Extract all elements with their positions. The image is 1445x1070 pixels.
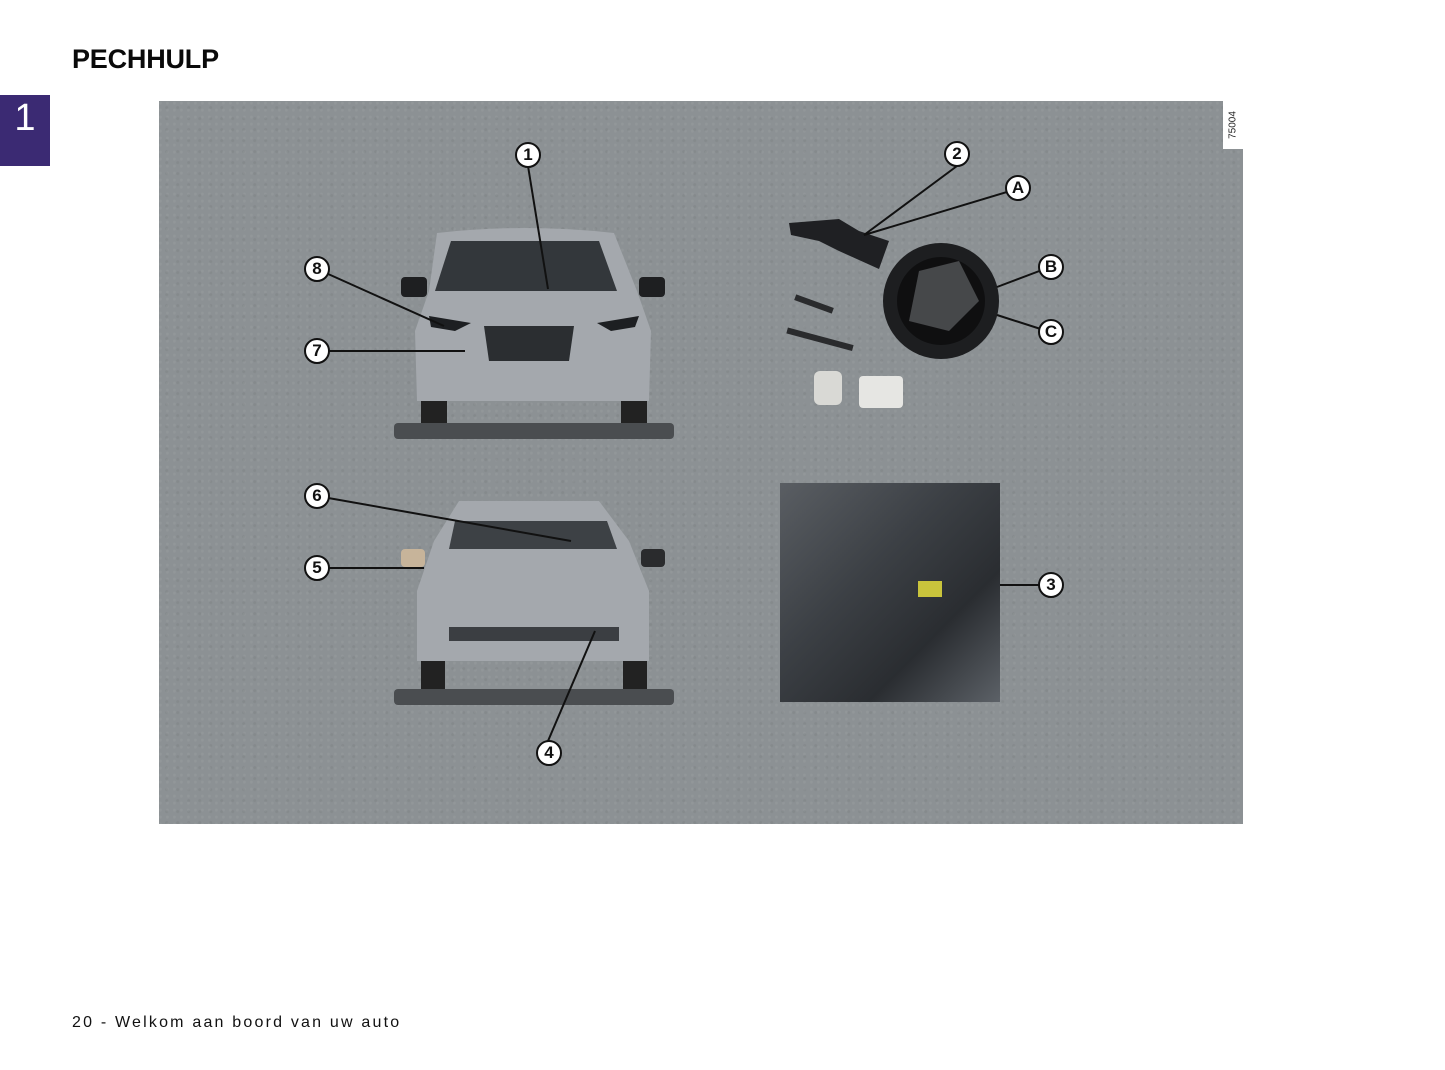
- page-title: PECHHULP: [72, 44, 219, 74]
- fuse-box-marker: [918, 581, 942, 597]
- callout-5: 5: [304, 555, 330, 581]
- chapter-tab: 1: [0, 95, 50, 166]
- callout-C: C: [1038, 319, 1064, 345]
- page-footer: 20 - Welkom aan boord van uw auto: [72, 1014, 402, 1031]
- figure-reference-number: 75004: [1227, 111, 1239, 139]
- car-rear-illustration: [394, 501, 674, 705]
- door-interior-photo: [780, 483, 1000, 702]
- callout-1: 1: [515, 142, 541, 168]
- callout-8: 8: [304, 256, 330, 282]
- figure-illustrations: [316, 165, 1051, 742]
- breakdown-assistance-figure: 1 2 3 4 5 6 7 8 A B C: [159, 101, 1243, 824]
- callout-6: 6: [304, 483, 330, 509]
- figure-reference: 75004: [1223, 101, 1243, 149]
- callout-B: B: [1038, 254, 1064, 280]
- callout-4: 4: [536, 740, 562, 766]
- callout-2: 2: [944, 141, 970, 167]
- tools-illustration: [786, 219, 999, 408]
- callout-A: A: [1005, 175, 1031, 201]
- callout-3: 3: [1038, 572, 1064, 598]
- callout-7: 7: [304, 338, 330, 364]
- car-front-illustration: [394, 228, 674, 439]
